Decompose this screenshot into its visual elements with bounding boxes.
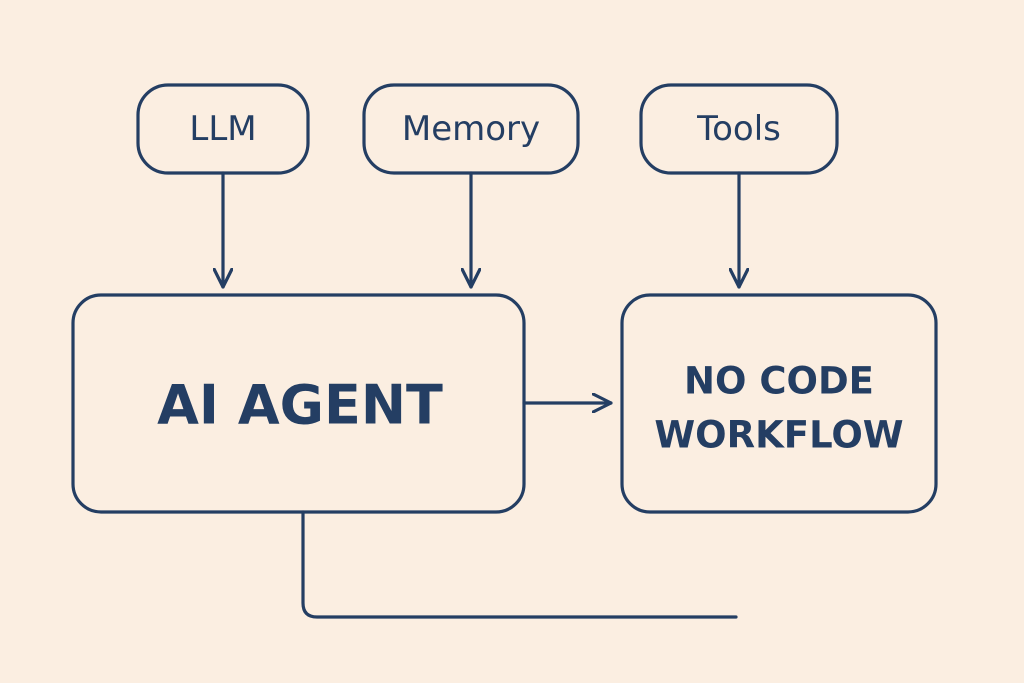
node-llm-label: LLM	[189, 109, 256, 149]
node-memory: Memory	[362, 83, 580, 175]
node-agent-label: AI AGENT	[157, 374, 443, 437]
edge-agent-output-line	[301, 510, 738, 619]
node-tools: Tools	[639, 83, 839, 175]
node-llm: LLM	[136, 83, 310, 175]
node-agent: AI AGENT	[71, 293, 526, 514]
node-tools-label: Tools	[696, 109, 781, 149]
node-workflow-label-line2: WORKFLOW	[654, 414, 903, 457]
node-workflow-label-line1: NO CODE	[684, 360, 874, 403]
node-workflow-box	[620, 293, 938, 514]
node-workflow: NO CODE WORKFLOW	[620, 293, 938, 514]
node-memory-label: Memory	[402, 109, 540, 149]
